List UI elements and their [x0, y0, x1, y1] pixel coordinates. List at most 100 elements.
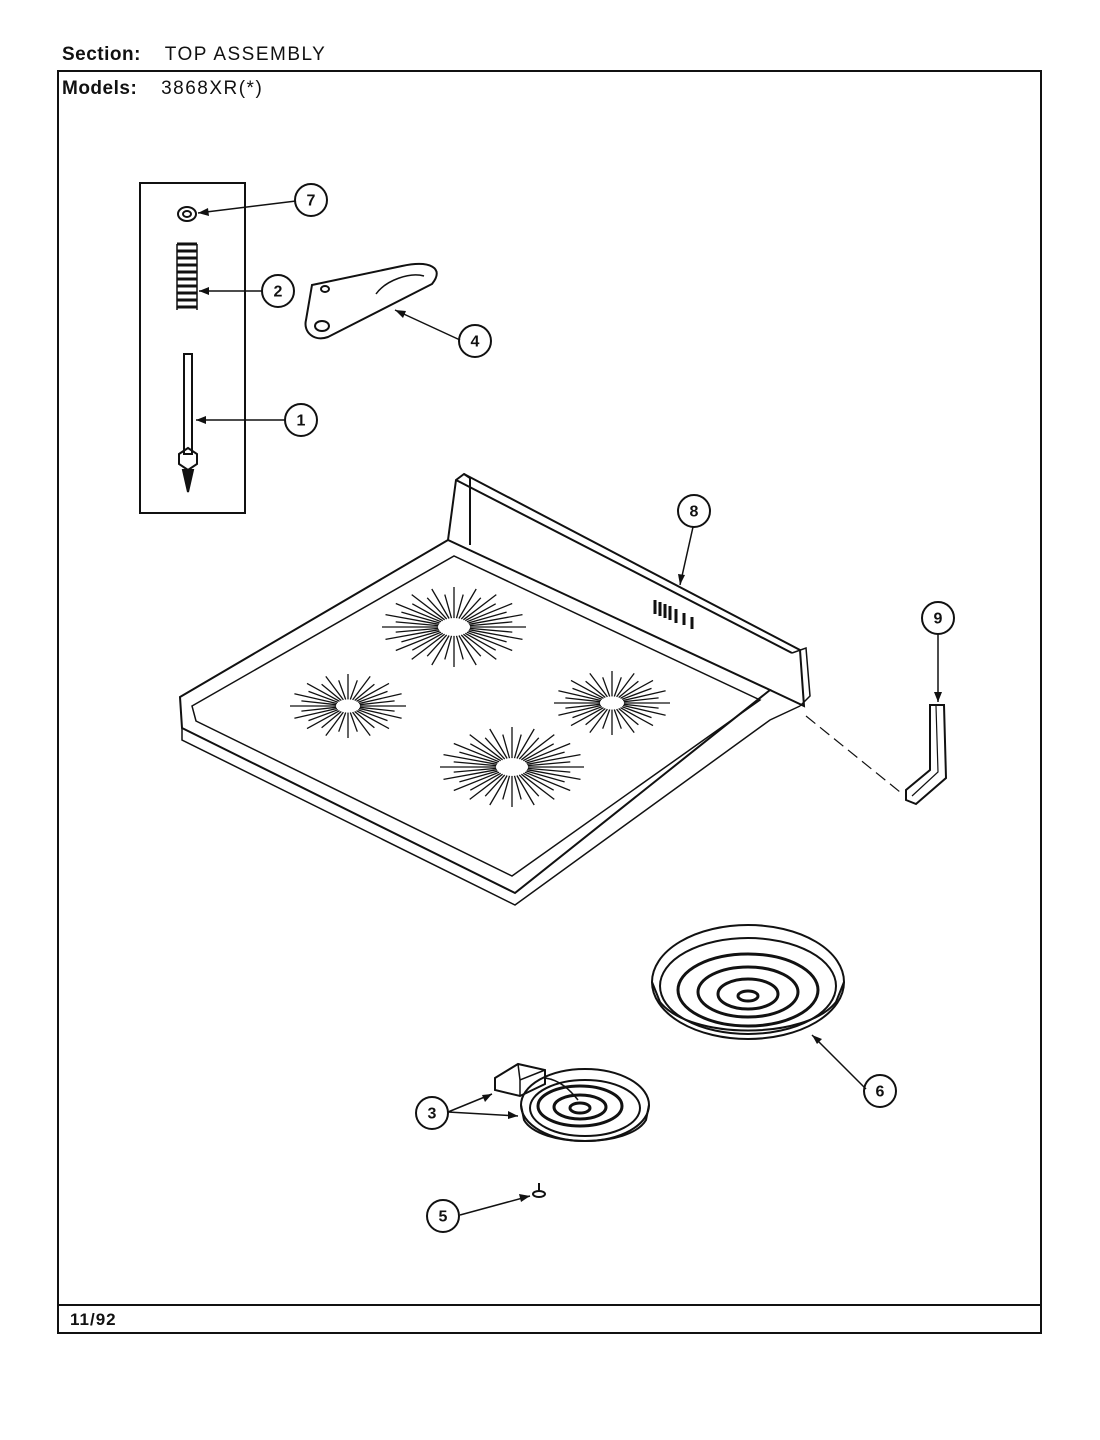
burner-ray — [558, 690, 602, 702]
burner-ray — [513, 734, 522, 759]
burner-ray — [444, 635, 453, 660]
burner-ray — [589, 708, 608, 733]
burner-ray — [468, 630, 507, 643]
burner-ray — [411, 603, 444, 622]
burner-ray — [321, 683, 342, 702]
burner-ray — [352, 676, 371, 701]
callout-circle-4 — [458, 324, 492, 358]
callout-circle-6 — [863, 1074, 897, 1108]
burner-ray — [308, 709, 339, 722]
burner-ray — [522, 743, 555, 762]
burner-ray — [385, 613, 439, 625]
burner-ray — [463, 633, 497, 660]
end-trim-part — [905, 704, 948, 806]
leader-arrowheads — [196, 208, 942, 1202]
burner-ray — [395, 621, 439, 627]
screw-part — [532, 1183, 546, 1198]
burner-ray — [357, 709, 388, 722]
burner-ray — [618, 680, 639, 699]
burner-ray — [602, 709, 611, 729]
burner-ray — [572, 706, 603, 719]
burner-ray — [521, 734, 555, 761]
burner-ray — [385, 629, 439, 641]
burner-ray — [516, 775, 535, 806]
burner-ray — [358, 707, 402, 719]
callout-4: 4 — [471, 334, 480, 351]
burner-ray — [527, 761, 571, 767]
burner-ray — [565, 697, 601, 703]
burner-ray — [459, 770, 498, 783]
burner-ray — [622, 690, 666, 702]
callout-circle-9 — [921, 601, 955, 635]
callout-1: 1 — [297, 413, 306, 430]
callout-6: 6 — [876, 1084, 885, 1101]
footer-rule — [57, 1304, 1042, 1306]
burner-ray — [306, 682, 340, 702]
spring-part — [176, 242, 198, 310]
burner-ray — [301, 706, 337, 712]
burner-ray — [616, 708, 635, 733]
burner-ray — [469, 772, 502, 791]
burner-ray — [321, 710, 342, 729]
burner-ray — [468, 611, 507, 624]
burner-ray — [613, 677, 622, 697]
burner-ray — [502, 775, 511, 800]
burner-ray — [458, 588, 477, 619]
burner-ray — [411, 633, 445, 660]
callout-circles — [261, 183, 955, 1233]
models-label: Models: — [62, 78, 138, 99]
small-element-part — [494, 1062, 650, 1142]
large-drip-pan-part — [651, 924, 845, 1040]
burner-ray — [358, 693, 402, 705]
burner-ray — [621, 687, 652, 700]
burner-ray — [411, 632, 444, 651]
burner-ray — [444, 594, 453, 619]
burner-ray — [521, 773, 555, 800]
burner-ray — [623, 703, 659, 709]
burner-ray — [356, 682, 390, 702]
burner-ray — [395, 627, 439, 633]
burner-ray — [524, 742, 571, 763]
callout-3: 3 — [428, 1106, 437, 1123]
burner-ray — [513, 775, 522, 800]
callout-circle-3 — [415, 1096, 449, 1130]
burner-ray — [453, 742, 500, 763]
burner-ray — [469, 743, 502, 762]
burner-ray — [527, 767, 571, 773]
burner-ray — [352, 711, 371, 736]
callout-circle-7 — [294, 183, 328, 217]
callout-8: 8 — [690, 504, 699, 521]
burner-ray — [526, 751, 565, 764]
burner-ray — [357, 690, 388, 703]
burner-ray — [338, 712, 347, 732]
burner-ray — [354, 683, 375, 702]
cooktop-part — [178, 472, 811, 906]
burner-ray — [463, 594, 497, 621]
burner-ray — [570, 679, 604, 699]
burner-ray — [516, 728, 535, 759]
burner-ray — [622, 704, 666, 716]
burner-ray — [395, 631, 442, 652]
burner-ray — [338, 680, 347, 700]
burner-ray — [443, 769, 497, 781]
burner-ray — [294, 707, 338, 719]
burner-ray — [411, 594, 445, 621]
leveling-leg-part — [178, 353, 198, 493]
burner-marks — [290, 587, 670, 807]
burner-ray — [453, 761, 497, 767]
burner-ray — [489, 728, 508, 759]
burner-ray — [524, 771, 571, 792]
burner-ray — [502, 734, 511, 759]
burner-ray — [621, 706, 652, 719]
burner-ray — [602, 677, 611, 697]
burner-ray — [489, 775, 508, 806]
models-value: 3868XR(*) — [161, 78, 264, 99]
burner-ray — [469, 627, 513, 633]
section-label: Section: — [62, 44, 141, 65]
callout-9: 9 — [934, 611, 943, 628]
burner-ray — [469, 629, 523, 641]
burner-ray — [469, 613, 523, 625]
burner-ray — [443, 753, 497, 765]
burner-ray — [455, 635, 464, 660]
